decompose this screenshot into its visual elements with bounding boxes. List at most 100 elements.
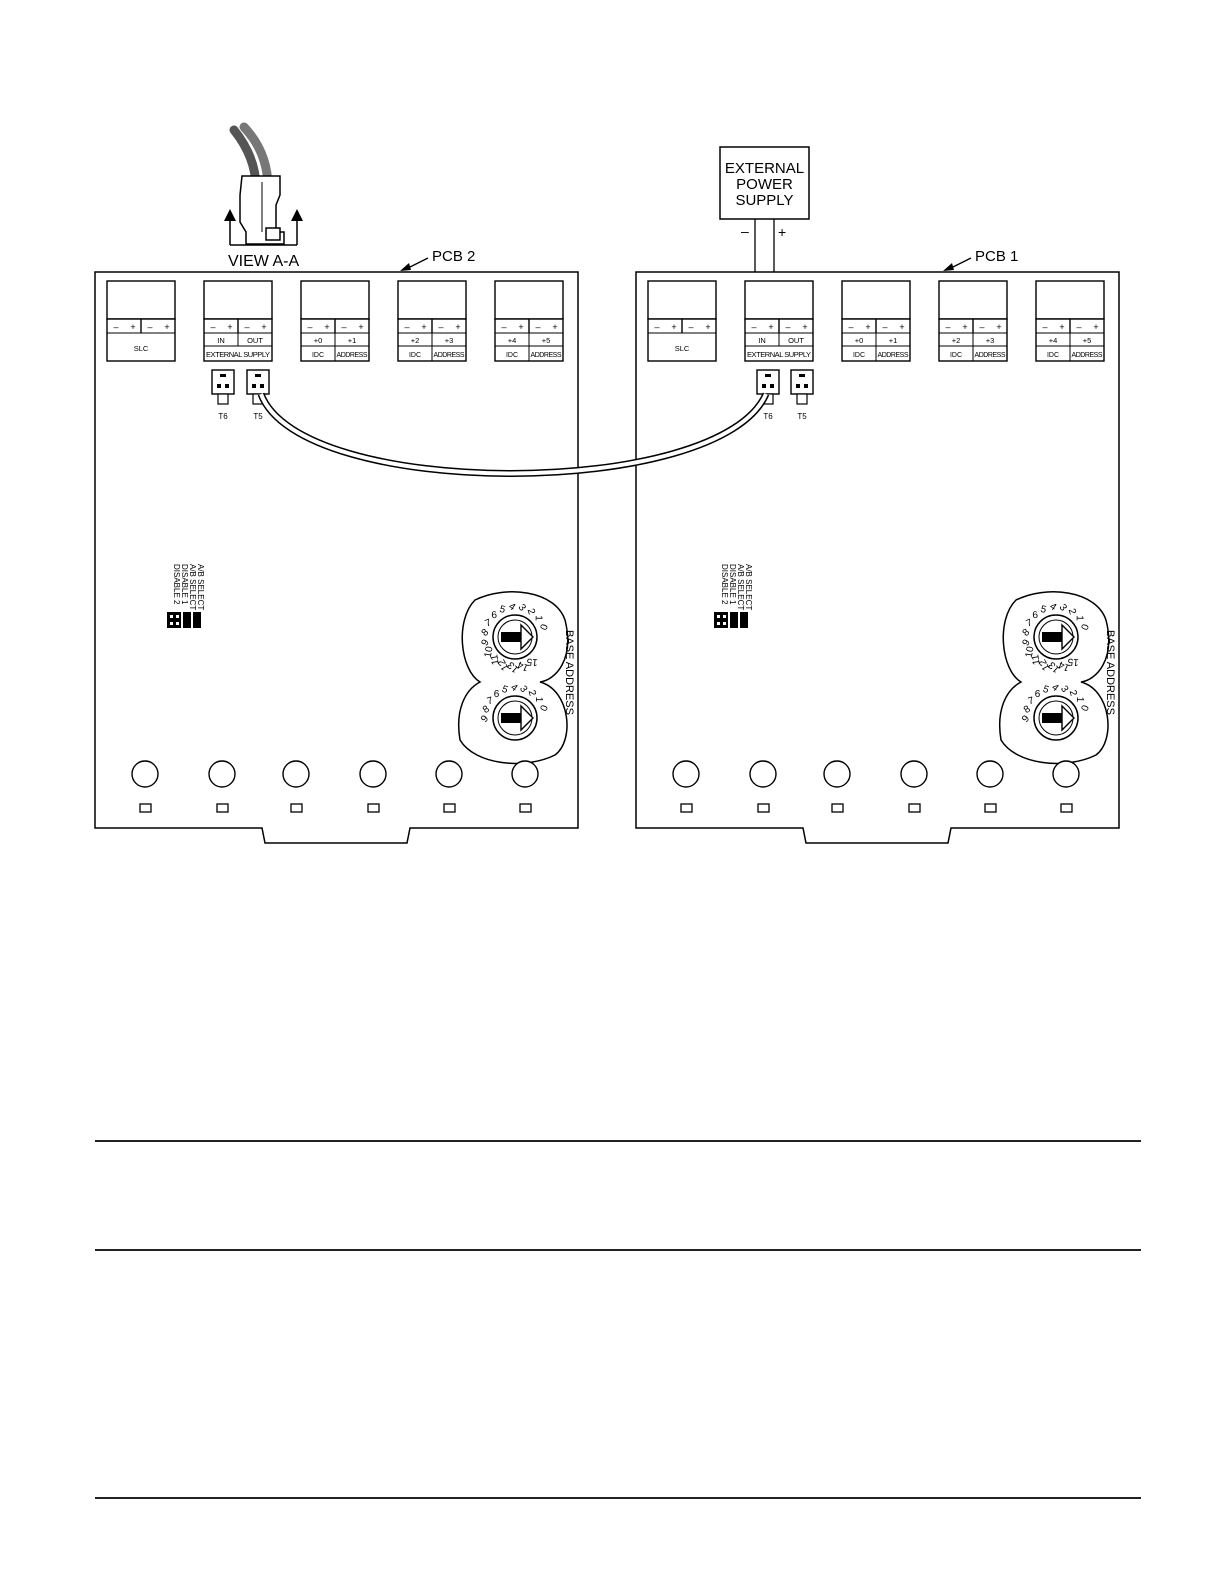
- polarity-label: +: [768, 322, 773, 332]
- polarity-label: –: [147, 322, 152, 332]
- dial-number: 15: [526, 655, 538, 667]
- dial-number: 4: [506, 601, 517, 613]
- connector-header: T6: [756, 369, 780, 421]
- dial-number: 0: [537, 703, 549, 712]
- rotary-pointer-icon: [1042, 632, 1064, 642]
- terminal-sub-label: IN: [217, 336, 225, 345]
- jumper-label: DISABLE 2: [172, 564, 181, 605]
- terminal-bottom-label: IDC: [506, 352, 518, 359]
- dial-number: 8: [1022, 703, 1033, 715]
- terminal-block: –+–+SLC: [647, 280, 717, 362]
- supply-label-line: EXTERNAL: [725, 160, 804, 177]
- connector-body: [211, 369, 235, 395]
- leader-arrow-icon: [943, 263, 954, 271]
- polarity-label: –: [848, 322, 853, 332]
- polarity-label: +: [1093, 322, 1098, 332]
- dial-number: 9: [480, 637, 493, 648]
- jumper-label: A/B SELECT: [188, 564, 197, 610]
- supply-label-line: POWER: [736, 176, 793, 193]
- indicator-lens: [511, 760, 539, 788]
- jumper-block-icon: [193, 612, 201, 628]
- view-a-a-detail: VIEW A-A: [224, 122, 303, 270]
- dial-number: 6: [1035, 689, 1041, 700]
- terminal-block-top: [647, 280, 717, 320]
- polarity-label: –: [945, 322, 950, 332]
- dial-number: 9: [1021, 637, 1034, 648]
- external-power-supply: EXTERNAL POWER SUPPLY – +: [719, 146, 810, 301]
- dial-number: 9: [1020, 713, 1032, 725]
- dial-number: 8: [1021, 627, 1033, 639]
- terminal-block-top: [494, 280, 564, 320]
- polarity-label: +: [164, 322, 169, 332]
- dial-number: 9: [479, 713, 491, 725]
- dial-number: 3: [1057, 602, 1069, 613]
- separator-rule: [95, 1497, 1141, 1499]
- interconnect-cable: [257, 392, 770, 477]
- dial-number: 5: [498, 604, 507, 616]
- polarity-label: –: [785, 322, 790, 332]
- terminal-bottom-label: IDC: [409, 352, 421, 359]
- supply-label-line: SUPPLY: [735, 192, 793, 209]
- polarity-label: +: [324, 322, 329, 332]
- dial-number: 11: [489, 653, 502, 665]
- terminal-bottom-label: IDC: [1047, 352, 1059, 359]
- jumper-block-icon: [167, 612, 181, 628]
- terminal-block-top: [1035, 280, 1105, 320]
- polarity-label: +: [227, 322, 232, 332]
- led-indicator: [443, 803, 456, 813]
- led-indicator: [139, 803, 152, 813]
- connector-body: [790, 369, 814, 395]
- dial-number: 3: [516, 602, 528, 613]
- jumper-label: A/B SELECT: [196, 564, 205, 610]
- led-indicator: [831, 803, 844, 813]
- jumper-label: DISABLE 1: [180, 564, 189, 605]
- polarity-label: +: [705, 322, 710, 332]
- terminal-bottom-label: ADDRESS: [878, 352, 909, 359]
- terminal-bottom-label: IDC: [312, 352, 324, 359]
- terminal-sub-label: +1: [348, 336, 357, 345]
- jumper-block-icon: [714, 612, 728, 628]
- led-indicator: [367, 803, 380, 813]
- terminal-sub-label: +4: [1049, 336, 1058, 345]
- terminal-sub-label: +1: [889, 336, 898, 345]
- terminal-bottom-label: ADDRESS: [1072, 352, 1103, 359]
- indicator-lens: [131, 760, 159, 788]
- dial-number: 7: [1025, 617, 1035, 629]
- led-indicator: [680, 803, 693, 813]
- dial-number: 0: [1078, 622, 1090, 631]
- dial-number: 10: [483, 645, 496, 658]
- rotary-dial-housing: [458, 591, 569, 765]
- polarity-label: –: [113, 322, 118, 332]
- jumper-block-icon: [740, 612, 748, 628]
- wiring-diagram: VIEW A-A EXTERNAL POWER SUPPLY – + PCB 2…: [94, 122, 1120, 844]
- led-indicator: [757, 803, 770, 813]
- jumper-block-icon: [183, 612, 191, 628]
- dial-number: 15: [1067, 655, 1079, 667]
- rotary-pointer-icon: [501, 713, 523, 723]
- pcb-label: PCB 2: [432, 248, 475, 265]
- dial-number: 4: [508, 682, 520, 694]
- dial-number: 0: [537, 622, 549, 631]
- terminal-sub-label: +3: [445, 336, 454, 345]
- dial-number: 5: [1039, 604, 1048, 616]
- polarity-label: –: [307, 322, 312, 332]
- base-address-label: BASE ADDRESS: [1104, 630, 1116, 715]
- view-label: VIEW A-A: [228, 253, 299, 270]
- dial-number: 1: [1074, 697, 1085, 703]
- indicator-lens: [900, 760, 928, 788]
- terminal-block-top: [300, 280, 370, 320]
- rotary-dial-housing: [999, 591, 1110, 765]
- polarity-label: +: [130, 322, 135, 332]
- dial-number: 12: [1037, 657, 1052, 672]
- separator-rule: [95, 1140, 1141, 1142]
- led-indicator: [290, 803, 303, 813]
